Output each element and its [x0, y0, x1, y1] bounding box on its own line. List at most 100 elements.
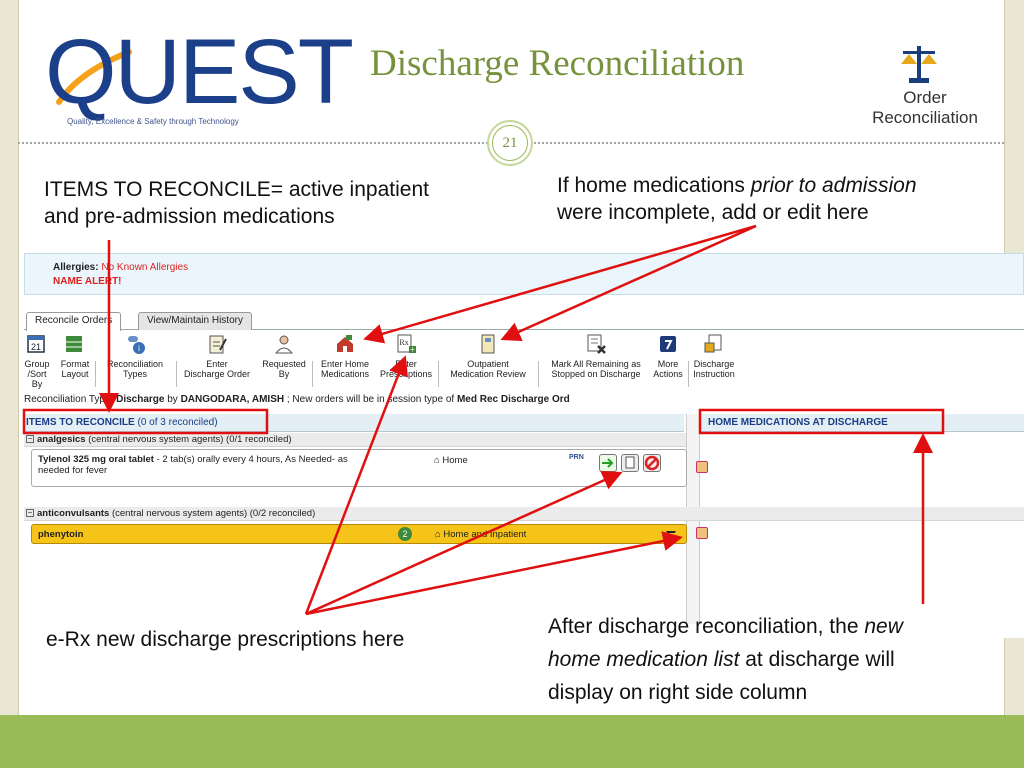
- format-layout-label1: Format: [60, 359, 90, 369]
- note-after-a: After discharge reconciliation, the: [548, 615, 865, 638]
- med1-name: Tylenol 325 mg oral tablet: [38, 454, 154, 465]
- items-header-count: (0 of 3 reconciled): [134, 417, 218, 428]
- prohibit-icon: [644, 455, 660, 471]
- group-desc: (central nervous system agents) (0/1 rec…: [85, 434, 292, 445]
- group-name: analgesics: [37, 434, 86, 445]
- rec-type-session: Med Rec Discharge Ord: [456, 394, 570, 405]
- tab-reconcile-orders[interactable]: Reconcile Orders: [26, 312, 122, 331]
- instruction-icon: [704, 334, 722, 353]
- prn-badge: PRN: [569, 454, 584, 461]
- discharge-instruction-label2: Instruction: [693, 369, 735, 379]
- med1-detail: - 2 tab(s) orally every 4 hours, As Need…: [153, 454, 348, 465]
- note-erx-prescriptions: e-Rx new discharge prescriptions here: [46, 628, 405, 651]
- stop-icon[interactable]: [643, 454, 661, 472]
- med-row-tylenol[interactable]: Tylenol 325 mg oral tablet - 2 tab(s) or…: [31, 449, 687, 487]
- note-after-e: display on right side column: [548, 681, 808, 704]
- note-after-b: new: [864, 615, 903, 638]
- detail-toggle-icon[interactable]: [696, 527, 708, 539]
- collapse-icon[interactable]: −: [26, 508, 34, 518]
- note-home-line1: If home medications prior to admission: [557, 172, 997, 199]
- med2-loc-text: Home and Inpatient: [443, 529, 527, 540]
- toolbar-separator: [438, 361, 439, 387]
- slide-title: Discharge Reconciliation: [370, 43, 745, 84]
- med-row-phenytoin[interactable]: phenytoin 2 ⌂ Home and Inpatient: [31, 524, 687, 544]
- prescribe-icon[interactable]: [621, 454, 639, 472]
- more-actions-label1: More: [657, 359, 679, 369]
- toolbar-separator: [176, 361, 177, 387]
- more-actions-label2: Actions: [653, 369, 683, 379]
- svg-text:Rx: Rx: [399, 338, 408, 347]
- outpatient-review-label2: Medication Review: [450, 369, 526, 379]
- detail-toggle-icon[interactable]: [696, 461, 708, 473]
- med2-location: ⌂ Home and Inpatient: [435, 529, 526, 540]
- arrow-right-icon: [602, 458, 614, 468]
- med1-line1: Tylenol 325 mg oral tablet - 2 tab(s) or…: [38, 454, 680, 465]
- note-items-line1: ITEMS TO RECONCILE= active inpatient: [44, 178, 429, 201]
- svg-text:21: 21: [31, 342, 41, 352]
- clipboard-pen-icon: [209, 335, 227, 354]
- note-after-d: at discharge will: [739, 648, 895, 671]
- collapse-icon[interactable]: −: [26, 434, 34, 444]
- med1-location: ⌂ Home: [434, 455, 468, 466]
- rec-type-value: Discharge: [116, 394, 165, 405]
- requested-by-label2: By: [278, 369, 290, 379]
- note-after-reconciliation: After discharge reconciliation, the new …: [548, 610, 988, 709]
- home-medications-header: HOME MEDICATIONS AT DISCHARGE: [700, 414, 1024, 432]
- group-sort-button[interactable]: 21 Group/Sort By: [22, 333, 52, 389]
- mark-all-stopped-label1: Mark All Remaining as: [551, 359, 641, 369]
- calendar-icon: 21: [27, 335, 45, 353]
- med2-name: phenytoin: [38, 529, 84, 540]
- note-items-line2: and pre-admission medications: [44, 205, 335, 228]
- requested-by-label1: Requested: [262, 359, 306, 369]
- svg-text:i: i: [138, 344, 140, 353]
- items-header-title: ITEMS TO RECONCILE: [26, 417, 135, 428]
- outpatient-review-label1: Outpatient: [467, 359, 509, 369]
- tab-view-maintain-history[interactable]: View/Maintain History: [138, 312, 252, 330]
- med1-loc-text: Home: [442, 455, 468, 466]
- reconciliation-types-label1: Reconciliation: [106, 359, 164, 369]
- format-layout-label2: Layout: [61, 369, 89, 379]
- continue-arrow-icon[interactable]: [599, 454, 617, 472]
- group-desc: (central nervous system agents) (0/2 rec…: [109, 508, 316, 519]
- mark-all-stopped-label2: Stopped on Discharge: [551, 369, 641, 379]
- enter-prescriptions-label2: Prescriptions: [379, 369, 433, 379]
- enter-discharge-order-label1: Enter: [206, 359, 228, 369]
- name-alert[interactable]: NAME ALERT!: [53, 276, 122, 287]
- grid-icon: [66, 336, 82, 352]
- note-after-line2: home medication list at discharge will: [548, 643, 988, 676]
- note-home-line1-a: If home medications: [557, 174, 751, 197]
- doctor-icon: [274, 335, 294, 354]
- tab-bar: Reconcile Orders View/Maintain History: [24, 310, 1024, 331]
- svg-text:+: +: [410, 345, 415, 354]
- mark-stopped-icon: [587, 334, 606, 354]
- order-rec-line2: Reconciliation: [872, 108, 978, 127]
- reconciliation-type-line: Reconciliation Type: Discharge by DANGOD…: [24, 394, 570, 405]
- reconciliation-types-label2: Types: [122, 369, 147, 379]
- discharge-instruction-label1: Discharge: [693, 359, 735, 369]
- more-actions-icon: [660, 336, 676, 352]
- group-row-analgesics[interactable]: −analgesics (central nervous system agen…: [24, 433, 686, 447]
- rec-type-user: DANGODARA, AMISH: [180, 394, 285, 405]
- footer-band: [0, 715, 1024, 768]
- allergies-row: Allergies: No Known Allergies: [53, 262, 188, 273]
- note-home-line2: were incomplete, add or edit here: [557, 201, 869, 224]
- note-items-to-reconcile: ITEMS TO RECONCILE= active inpatient and…: [44, 176, 464, 230]
- expand-down-icon[interactable]: [665, 529, 677, 541]
- enter-home-medications-label2: Medications: [320, 369, 370, 379]
- rec-type-prefix: Reconciliation Type:: [24, 394, 117, 405]
- logo-tagline: Quality, Excellence & Safety through Tec…: [67, 117, 239, 126]
- quest-q-swoosh-icon: [56, 49, 132, 105]
- group-row-anticonvulsants[interactable]: −anticonvulsants (central nervous system…: [24, 507, 1024, 521]
- group-name: anticonvulsants: [37, 508, 110, 519]
